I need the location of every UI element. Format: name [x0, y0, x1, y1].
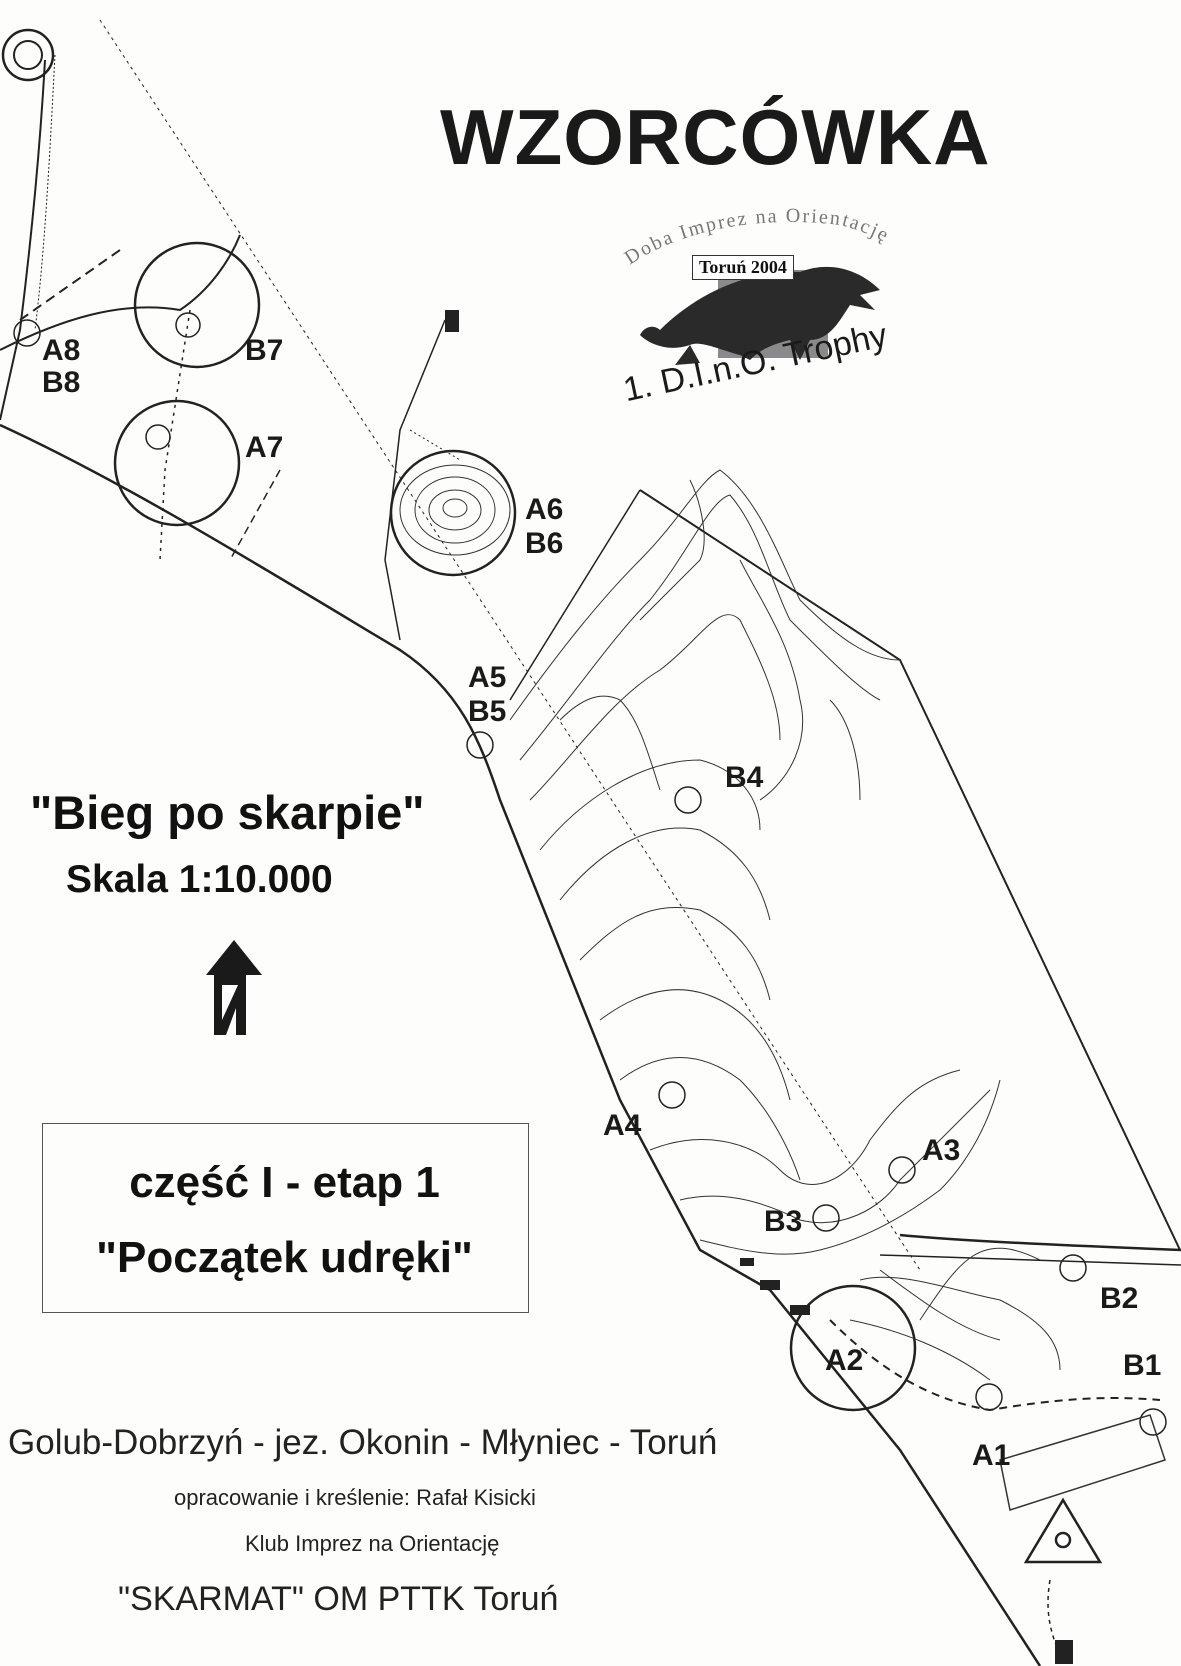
building-icon [999, 1414, 1166, 1511]
control-label-a2: A2 [825, 1344, 864, 1377]
dinosaur-icon [640, 266, 880, 365]
start-triangle-icon [1023, 1497, 1103, 1564]
hill-a6 [399, 464, 511, 556]
main-road [0, 423, 1042, 1666]
course-name: "Bieg po skarpie" [30, 786, 425, 839]
control-circle-a6 [389, 449, 517, 577]
control-label-b3: B3 [764, 1205, 803, 1238]
control-circle-a7 [113, 399, 241, 527]
control-label-b6: B6 [525, 527, 564, 560]
map-scale: Skala 1:10.000 [66, 858, 333, 901]
control-label-a5: A5 [468, 661, 507, 694]
control-label-a6: A6 [525, 493, 564, 526]
control-label-b7: B7 [245, 334, 284, 367]
part-subtitle: "Początek udręki" [96, 1233, 473, 1282]
control-label-a3: A3 [922, 1134, 961, 1167]
part-title: część I - etap 1 [129, 1158, 440, 1207]
control-label-b8: B8 [42, 366, 81, 399]
control-label-a8: A8 [42, 334, 81, 367]
club-text: Klub Imprez na Orientację [245, 1531, 500, 1556]
north-arrow-icon [206, 940, 262, 1035]
control-circle-top [1, 28, 55, 82]
control-label-b2: B2 [1100, 1282, 1139, 1315]
org-text: "SKARMAT" OM PTTK Toruń [118, 1580, 559, 1618]
route-text: Golub-Dobrzyń - jez. Okonin - Młyniec - … [8, 1423, 718, 1462]
control-circle-b7 [133, 241, 261, 369]
logo-badge: Toruń 2004 [692, 255, 794, 280]
control-label-a7: A7 [245, 431, 284, 464]
control-label-b4: B4 [725, 761, 764, 794]
control-label-b1: B1 [1123, 1349, 1162, 1382]
page-title: WZORCÓWKA [440, 93, 991, 181]
control-circle-a2 [789, 1284, 917, 1412]
control-label-a1: A1 [972, 1439, 1011, 1472]
part-box [42, 1123, 529, 1313]
control-label-b5: B5 [468, 695, 507, 728]
author-text: opracowanie i kreślenie: Rafał Kisicki [174, 1485, 536, 1510]
control-label-a4: A4 [603, 1109, 642, 1142]
map-boundary [639, 489, 1181, 1251]
